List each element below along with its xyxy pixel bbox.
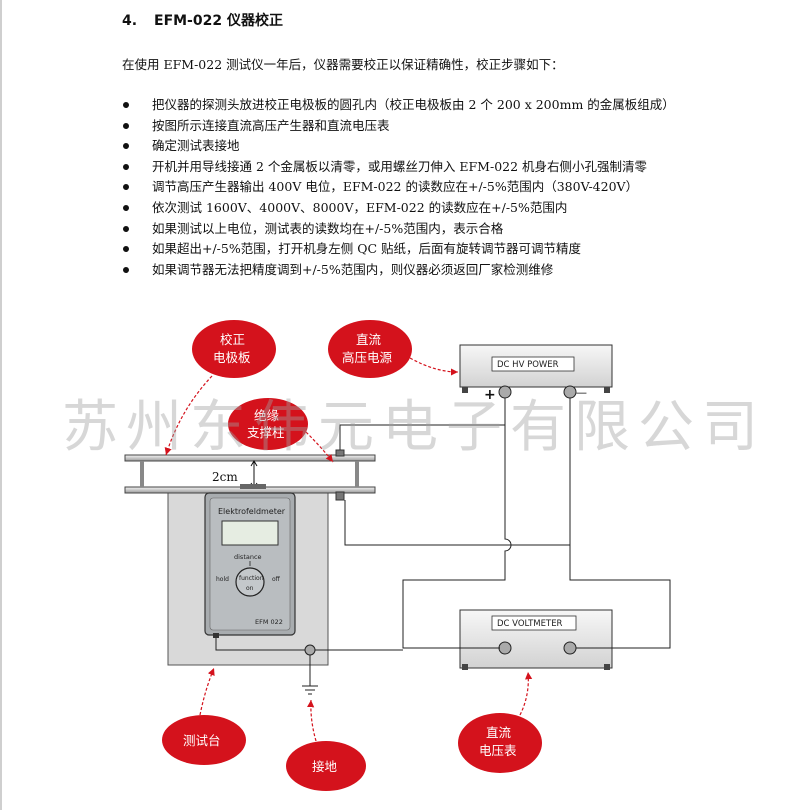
insulator-stud-bottom bbox=[335, 491, 345, 501]
list-item: 如果超出+/-5%范围，打开机身左侧 QC 贴纸，后面有旋转调节器可调节精度 bbox=[122, 239, 675, 260]
callout-hv-source: 直流 高压电源 bbox=[328, 320, 459, 378]
ground-junction-terminal bbox=[304, 644, 316, 656]
meter-probe-head bbox=[240, 484, 266, 489]
meter-function-label: function bbox=[239, 575, 264, 582]
step-text: 按图所示连接直流高压产生器和直流电压表 bbox=[152, 117, 390, 133]
meter-hold-label: hold bbox=[216, 576, 229, 583]
step-text: 开机并用导线接通 2 个金属板以清零，或用螺丝刀伸入 EFM-022 机身右侧小… bbox=[152, 158, 648, 174]
callout-insulator-line2: 支撑柱 bbox=[247, 425, 285, 440]
step-text: 如果超出+/-5%范围，打开机身左侧 QC 贴纸，后面有旋转调节器可调节精度 bbox=[152, 241, 581, 257]
list-item: 开机并用导线接通 2 个金属板以清零，或用螺丝刀伸入 EFM-022 机身右侧小… bbox=[122, 157, 675, 178]
intro-paragraph: 在使用 EFM-022 测试仪一年后，仪器需要校正以保证精确性，校正步骤如下： bbox=[122, 57, 564, 72]
list-item: 调节高压产生器输出 400V 电位，EFM-022 的读数应在+/-5%范围内（… bbox=[122, 177, 675, 198]
voltmeter-positive-terminal bbox=[498, 641, 512, 655]
list-item: 确定测试表接地 bbox=[122, 136, 675, 157]
dc-voltmeter-label-box bbox=[491, 615, 577, 631]
calibration-steps-list: 把仪器的探测头放进校正电极板的圆孔内（校正电极板由 2 个 200 x 200m… bbox=[122, 95, 675, 280]
voltmeter-negative-terminal bbox=[563, 641, 577, 655]
step-text: 调节高压产生器输出 400V 电位，EFM-022 的读数应在+/-5%范围内（… bbox=[152, 179, 639, 195]
callout-voltmeter-line1: 直流 bbox=[486, 725, 512, 740]
callout-insulator: 绝缘 支撑柱 bbox=[228, 398, 334, 463]
hv-positive-terminal bbox=[498, 385, 512, 399]
left-margin-rule bbox=[0, 0, 2, 810]
step-text: 确定测试表接地 bbox=[152, 138, 240, 154]
bullet-icon bbox=[123, 102, 129, 108]
dc-hv-power-label: DC HV POWER bbox=[497, 360, 559, 370]
meter-display bbox=[221, 520, 279, 546]
meter-model-label: EFM 022 bbox=[255, 618, 283, 626]
callout-hv-line2: 高压电源 bbox=[342, 350, 393, 365]
plate-post-right bbox=[355, 461, 359, 487]
bullet-icon bbox=[123, 122, 129, 129]
upper-electrode-plate bbox=[124, 454, 376, 462]
meter-brand-label: Elektrofeldmeter bbox=[218, 507, 286, 516]
meter-distance-label: distance bbox=[234, 553, 262, 561]
meter-off-label: off bbox=[272, 576, 281, 583]
callout-ground: 接地 bbox=[286, 699, 366, 791]
ground-symbol-icon bbox=[302, 685, 318, 695]
bullet-icon bbox=[123, 184, 129, 191]
list-item: 依次测试 1600V、4000V、8000V，EFM-022 的读数应在+/-5… bbox=[122, 198, 675, 219]
step-text: 把仪器的探测头放进校正电极板的圆孔内（校正电极板由 2 个 200 x 200m… bbox=[152, 97, 675, 112]
plate-post-left bbox=[140, 461, 144, 487]
list-item: 如果测试以上电位，测试表的读数均在+/-5%范围内，表示合格 bbox=[122, 219, 675, 240]
step-text: 如果测试以上电位，测试表的读数均在+/-5%范围内，表示合格 bbox=[152, 220, 504, 236]
wiring bbox=[215, 398, 671, 686]
bullet-icon bbox=[123, 225, 129, 232]
callout-voltmeter: 直流 电压表 bbox=[458, 671, 542, 773]
meter-ground-jack bbox=[213, 633, 219, 638]
callout-plate: 校正 电极板 bbox=[164, 320, 276, 456]
plus-sign: + bbox=[484, 387, 496, 403]
section-heading: 4. EFM-022 仪器校正 bbox=[122, 10, 283, 30]
step-text: 如果调节器无法把精度调到+/-5%范围内，则仪器必须返回厂家检测维修 bbox=[152, 261, 554, 277]
bullet-icon bbox=[123, 163, 129, 170]
gap-label: 2cm bbox=[212, 470, 238, 484]
list-item: 如果调节器无法把精度调到+/-5%范围内，则仪器必须返回厂家检测维修 bbox=[122, 260, 675, 281]
insulator-stud-top bbox=[335, 449, 345, 457]
meter-function-knob bbox=[235, 567, 265, 597]
bullet-icon bbox=[123, 246, 129, 253]
step-text: 依次测试 1600V、4000V、8000V，EFM-022 的读数应在+/-5… bbox=[152, 199, 568, 215]
callout-hv-line1: 直流 bbox=[356, 332, 382, 347]
section-number: 4. bbox=[122, 13, 138, 29]
callout-insulator-line1: 绝缘 bbox=[254, 408, 280, 423]
callout-ground-text: 接地 bbox=[312, 759, 338, 774]
dc-voltmeter-label: DC VOLTMETER bbox=[497, 619, 563, 629]
list-item: 按图所示连接直流高压产生器和直流电压表 bbox=[122, 116, 675, 137]
callout-stand-text: 测试台 bbox=[183, 733, 221, 748]
callout-voltmeter-line2: 电压表 bbox=[479, 743, 517, 758]
callout-stand: 测试台 bbox=[162, 667, 246, 765]
bullet-icon bbox=[123, 266, 129, 273]
bullet-icon bbox=[123, 204, 129, 211]
minus-sign: — bbox=[576, 386, 587, 399]
callout-plate-line2: 电极板 bbox=[213, 350, 251, 365]
hv-negative-terminal bbox=[563, 385, 577, 399]
bullet-icon bbox=[123, 143, 129, 150]
gap-arrow-up-icon bbox=[250, 460, 258, 467]
list-item: 把仪器的探测头放进校正电极板的圆孔内（校正电极板由 2 个 200 x 200m… bbox=[122, 95, 675, 116]
callout-plate-line1: 校正 bbox=[220, 332, 245, 347]
meter-on-label: on bbox=[246, 585, 254, 592]
section-title: EFM-022 仪器校正 bbox=[154, 13, 283, 29]
dc-hv-power-label-box bbox=[491, 356, 575, 372]
